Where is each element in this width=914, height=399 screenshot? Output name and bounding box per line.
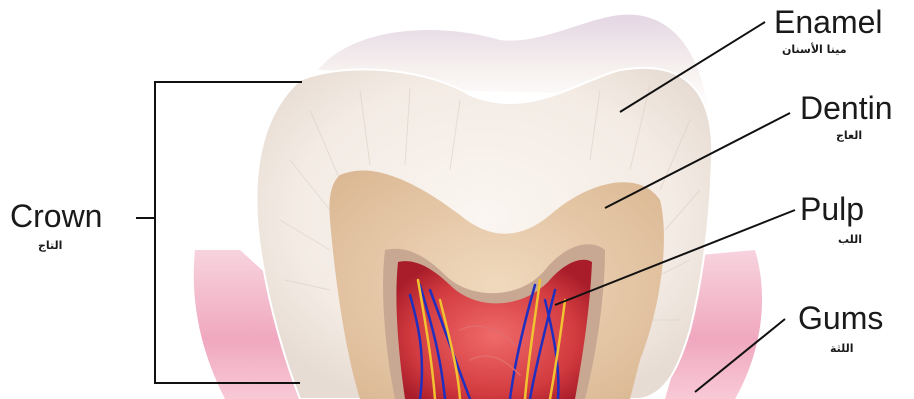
gums-label: Gums [798,302,883,334]
enamel-label: Enamel [774,6,883,38]
enamel-arabic-label: مينا الأسنان [782,44,847,56]
pulp-label: Pulp [800,193,864,225]
dentin-arabic-label: العاج [836,130,862,142]
crown-label: Crown [10,200,102,232]
pulp-arabic-label: اللب [838,234,862,246]
dentin-label: Dentin [800,92,893,124]
crown-arabic-label: التاج [38,240,62,252]
gums-arabic-label: اللثة [830,343,854,355]
